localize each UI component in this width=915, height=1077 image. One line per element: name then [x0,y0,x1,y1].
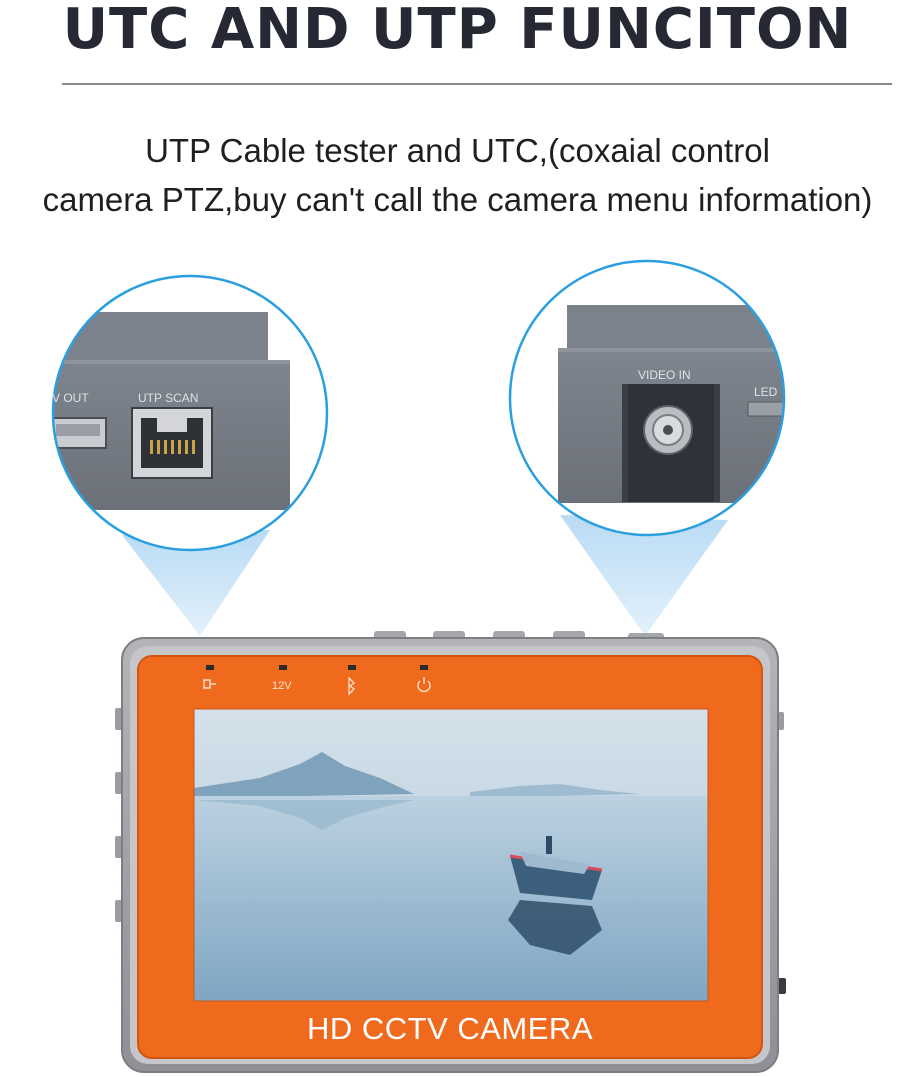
device-screen [194,709,708,1001]
vout-port-label: V OUT [52,391,89,405]
zoom-circle-right-ring [508,259,786,537]
video-in-port-label: VIDEO IN [638,368,691,382]
boat-shape [508,836,603,955]
zoom-beam-right [560,515,728,636]
mountain-shape [194,752,414,798]
divider-rule [62,83,892,85]
status-indicators [203,665,431,696]
indicator-12v-label: 12V [272,680,292,692]
subtitle-line-2: camera PTZ,buy can't call the camera men… [42,181,873,218]
utp-scan-port-label: UTP SCAN [138,391,198,405]
zoom-circle-left-ring [51,274,329,552]
headline: UTC AND UTP FUNCITON [62,0,853,62]
led-label: LED [754,385,778,399]
plug-icon [203,679,216,689]
side-buttons [115,708,786,994]
charge-icon [348,676,355,696]
zoom-circle-left [53,276,327,550]
subtitle-line-1: UTP Cable tester and UTC,(coxaial contro… [145,132,770,169]
device-caption: HD CCTV CAMERA [306,1011,593,1046]
zoom-beam-left [122,530,270,636]
power-icon [417,677,431,693]
zoom-circle-right [510,261,784,535]
